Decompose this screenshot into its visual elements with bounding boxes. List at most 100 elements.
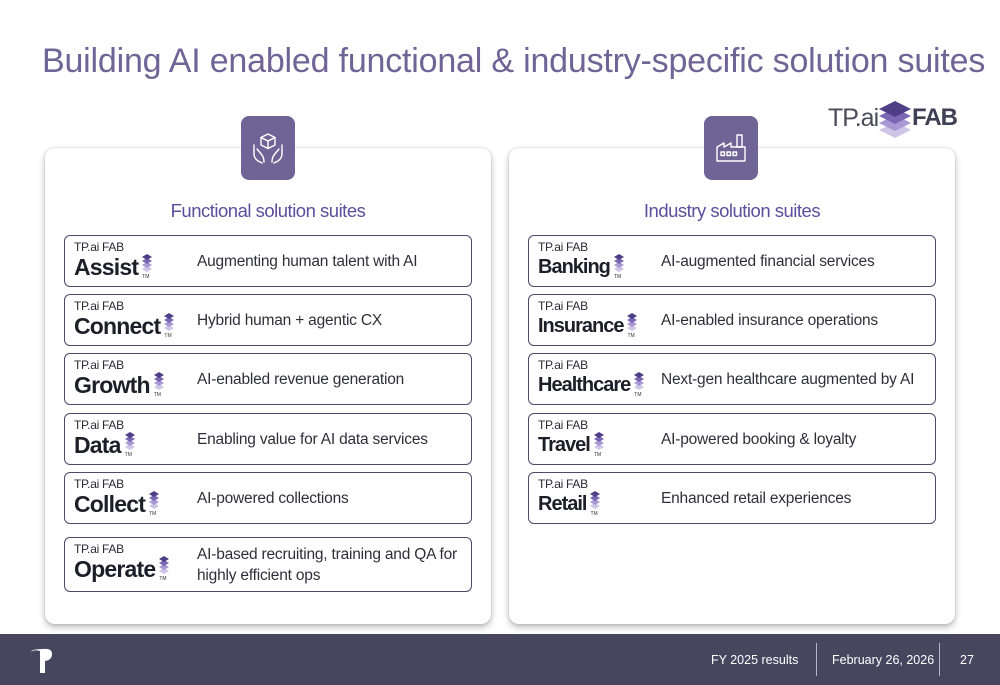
stacked-cube-icon: [164, 313, 175, 331]
stacked-cube-icon: [590, 491, 601, 509]
suite-description: AI-enabled insurance operations: [661, 311, 878, 329]
suite-brand-name: Growth: [74, 372, 151, 398]
suite-brand-mark: TM: [153, 371, 165, 401]
trademark-symbol: TM: [590, 511, 598, 517]
stacked-cube-icon: [159, 556, 170, 574]
suite-brand-mark: TM: [141, 253, 153, 283]
logo-fab-text: FAB: [912, 104, 958, 131]
suite-brand-prefix: TP.ai FAB: [538, 477, 588, 491]
suite-description: AI-powered booking & loyalty: [661, 430, 857, 448]
logo-text: TP.ai: [828, 104, 879, 132]
suite-brand-name: Connect: [74, 313, 161, 339]
stacked-cube-icon: [627, 313, 638, 331]
suite-brand-name: Assist: [74, 254, 139, 280]
suite-brand-mark: TM: [148, 490, 160, 520]
suite-brand-prefix: TP.ai FAB: [74, 358, 124, 372]
suite-brand-prefix: TP.ai FAB: [538, 358, 588, 372]
trademark-symbol: TM: [164, 333, 172, 339]
stacked-cube-icon: [613, 254, 624, 272]
industry-suites-title: Industry solution suites: [643, 200, 821, 221]
trademark-symbol: TM: [627, 333, 635, 339]
suite-brand-mark: TM: [589, 490, 601, 520]
suite-brand-prefix: TP.ai FAB: [74, 542, 124, 556]
tp-brand-icon: [30, 648, 52, 673]
suite-brand-prefix: TP.ai FAB: [74, 418, 124, 432]
stacked-cube-icon: [124, 432, 135, 450]
stacked-cube-icon: [149, 491, 160, 509]
stacked-cube-icon: [142, 254, 153, 272]
stacked-cube-icon: [634, 372, 645, 390]
stacked-cube-icon: [153, 372, 164, 390]
suite-description: AI-enabled revenue generation: [197, 370, 405, 388]
trademark-symbol: TM: [153, 392, 161, 398]
suite-description: AI-augmented financial services: [661, 252, 875, 270]
suite-description: AI-powered collections: [197, 489, 349, 507]
suite-brand-prefix: TP.ai FAB: [74, 299, 124, 313]
slide-title: Building AI enabled functional & industr…: [42, 42, 986, 80]
suite-description: Hybrid human + agentic CX: [197, 311, 382, 329]
suite-description: AI-based recruiting, training and QA for…: [197, 545, 457, 584]
suite-brand-mark: TM: [626, 312, 638, 342]
trademark-symbol: TM: [159, 576, 167, 582]
suite-brand-name: Banking: [538, 256, 611, 278]
suite-description: Enhanced retail experiences: [661, 489, 852, 507]
suite-brand-name: Travel: [538, 434, 591, 456]
trademark-symbol: TM: [593, 452, 602, 458]
trademark-symbol: TM: [634, 392, 642, 398]
suite-brand-mark: TM: [163, 312, 175, 342]
suite-brand-mark: TM: [613, 253, 625, 283]
hands-holding-cube-icon: [241, 116, 295, 180]
trademark-symbol: TM: [149, 511, 157, 517]
footer-bar: FY 2025 results February 26, 2026 27: [0, 634, 1000, 685]
footer-divider: [939, 643, 940, 676]
suite-brand-name: Data: [74, 432, 121, 458]
suite-brand-prefix: TP.ai FAB: [538, 299, 588, 313]
suite-brand-mark: TM: [633, 371, 645, 401]
suite-brand-prefix: TP.ai FAB: [538, 418, 588, 432]
functional-suites-title: Functional solution suites: [170, 200, 366, 221]
suite-brand-mark: TM: [124, 431, 136, 461]
suite-brand-name: Operate: [74, 556, 156, 582]
suite-brand-mark: TM: [593, 431, 605, 461]
logo-cube-icon: [879, 101, 911, 138]
stacked-cube-icon: [593, 432, 604, 450]
suite-description: Augmenting human talent with AI: [197, 252, 418, 270]
suite-brand-mark: TM: [158, 555, 170, 585]
trademark-symbol: TM: [142, 274, 150, 280]
suite-brand-name: Healthcare: [538, 374, 631, 396]
factory-icon: [704, 116, 758, 180]
suite-brand-name: Collect: [74, 491, 146, 517]
footer-report: FY 2025 results: [711, 653, 799, 667]
suite-brand-prefix: TP.ai FAB: [74, 240, 124, 254]
